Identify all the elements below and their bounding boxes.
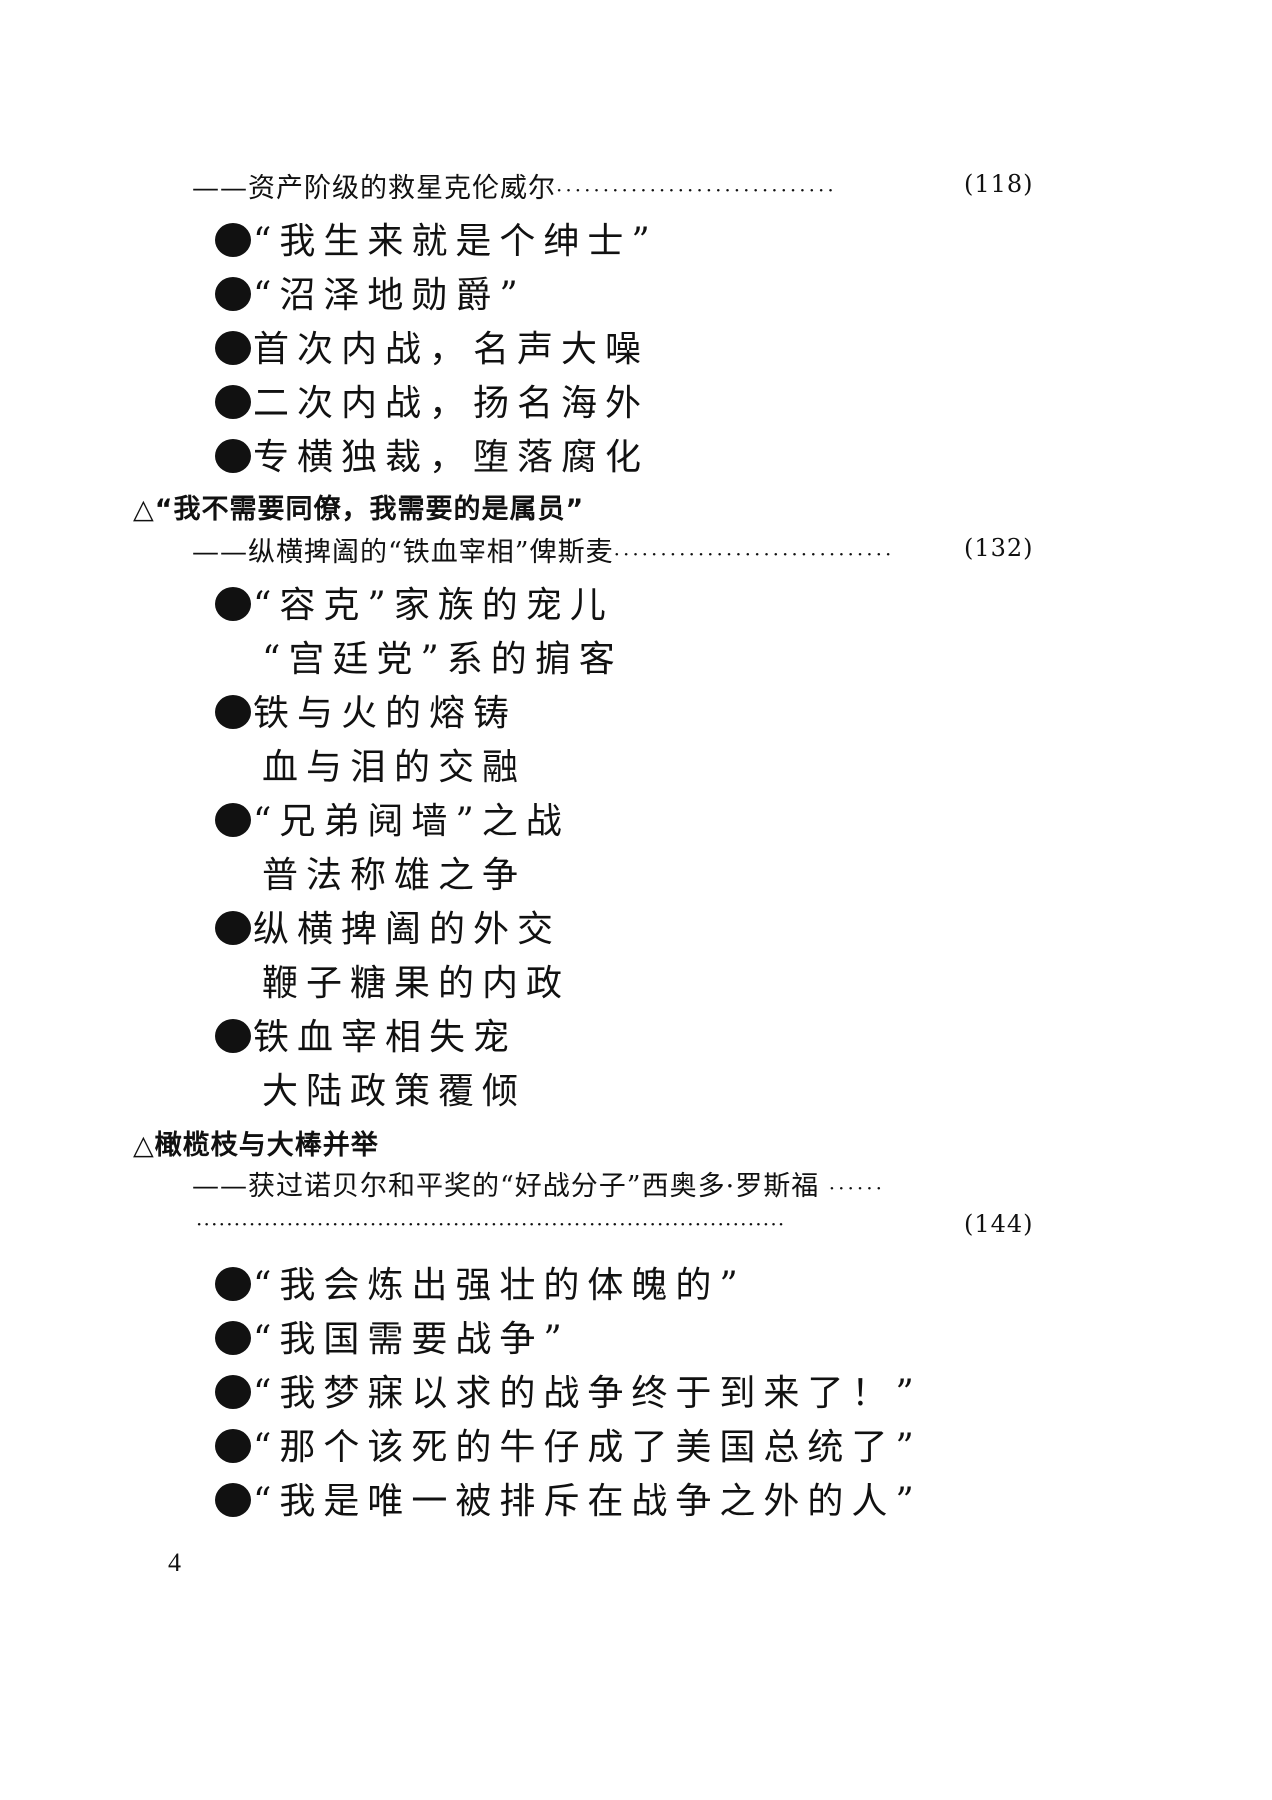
bullet-item-continuation: 鞭子糖果的内政 <box>262 963 571 1004</box>
dot-leader: ······························ <box>613 541 895 566</box>
bullet-icon <box>215 331 251 365</box>
bullet-icon <box>215 385 251 419</box>
bullet-icon <box>215 1267 251 1301</box>
page-number: 4 <box>168 1548 181 1577</box>
bullet-icon <box>215 587 251 621</box>
page-reference: (118) <box>964 170 1034 198</box>
bullet-item: 铁血宰相失宠 <box>215 1008 517 1060</box>
bullet-item: “我生来就是个绅士” <box>215 212 658 264</box>
entry-subtitle: ——纵横捭阖的“铁血宰相”俾斯麦 <box>192 537 614 568</box>
bullet-item-continuation: 血与泪的交融 <box>262 747 527 788</box>
bullet-icon <box>215 1375 251 1409</box>
bullet-icon <box>215 911 251 945</box>
bullet-item: “兄弟阋墙”之战 <box>215 792 570 844</box>
dot-leader: ······························ <box>556 177 837 202</box>
bullet-item-continuation: 普法称雄之争 <box>262 855 527 896</box>
bullet-icon <box>215 695 251 729</box>
bullet-item: 纵横捭阖的外交 <box>215 900 561 952</box>
toc-entry-cromwell: ——资产阶级的救星克伦威尔···························… <box>192 166 837 205</box>
bullet-icon <box>215 223 251 257</box>
section-heading: △橄榄枝与大棒并举 <box>133 1130 379 1161</box>
bullet-item: 专横独裁，堕落腐化 <box>215 428 649 480</box>
bullet-icon <box>215 1483 251 1517</box>
bullet-item: 铁与火的熔铸 <box>215 684 517 736</box>
bullet-item: “那个该死的牛仔成了美国总统了” <box>215 1418 922 1470</box>
entry-subtitle: ——资产阶级的救星克伦威尔 <box>192 173 556 204</box>
bullet-item: “我是唯一被排斥在战争之外的人” <box>215 1472 922 1524</box>
bullet-icon <box>215 1321 251 1355</box>
bullet-item: “我国需要战争” <box>215 1310 570 1362</box>
bullet-item-continuation: 大陆政策覆倾 <box>262 1071 527 1112</box>
bullet-icon <box>215 277 251 311</box>
bullet-item: “我会炼出强壮的体魄的” <box>215 1256 746 1308</box>
bullet-item-continuation: “宫廷党”系的掮客 <box>262 639 623 680</box>
bullet-item: “容克”家族的宠儿 <box>215 576 614 628</box>
section-heading: △“我不需要同僚，我需要的是属员” <box>133 494 585 525</box>
toc-entry-roosevelt: ——获过诺贝尔和平奖的“好战分子”西奥多·罗斯福 ······ <box>192 1164 885 1203</box>
toc-entry-leader-line: ········································… <box>196 1212 785 1236</box>
bullet-item: 首次内战，名声大噪 <box>215 320 649 372</box>
bullet-item: “我梦寐以求的战争终于到来了！” <box>215 1364 922 1416</box>
bullet-item: 二次内战，扬名海外 <box>215 374 649 426</box>
bullet-item: “沼泽地勋爵” <box>215 266 526 318</box>
bullet-icon <box>215 803 251 837</box>
bullet-icon <box>215 1019 251 1053</box>
page-reference: (144) <box>964 1210 1034 1238</box>
dot-leader: ········································… <box>196 1212 786 1236</box>
toc-entry-bismarck: ——纵横捭阖的“铁血宰相”俾斯麦························… <box>192 530 894 569</box>
page-reference: (132) <box>964 534 1034 562</box>
bullet-icon <box>215 439 251 473</box>
bullet-icon <box>215 1429 251 1463</box>
dot-leader: ······ <box>828 1175 885 1200</box>
entry-subtitle: ——获过诺贝尔和平奖的“好战分子”西奥多·罗斯福 <box>192 1171 820 1202</box>
